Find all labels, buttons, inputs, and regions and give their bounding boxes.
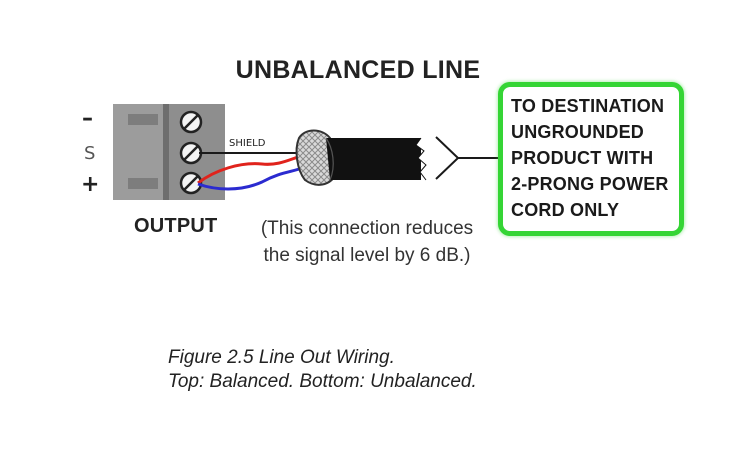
signal-note-line-1: (This connection reduces xyxy=(260,218,474,239)
connector-divider xyxy=(163,104,169,200)
caption-line-2: Top: Balanced. Bottom: Unbalanced. xyxy=(168,371,477,392)
blue-wire xyxy=(197,166,303,191)
figure-caption: Figure 2.5 Line Out Wiring. Top: Balance… xyxy=(168,346,477,394)
screw-terminal-s xyxy=(179,141,203,165)
destination-line-1: TO DESTINATION xyxy=(511,96,665,116)
connector-slot xyxy=(128,178,158,189)
signal-note-line-2: the signal level by 6 dB.) xyxy=(263,245,471,266)
destination-text: TO DESTINATION UNGROUNDED PRODUCT WITH 2… xyxy=(511,93,675,223)
screw-terminal-minus xyxy=(179,110,203,134)
pin-label-minus: – xyxy=(82,106,93,131)
signal-note: (This connection reduces the signal leve… xyxy=(246,215,488,269)
pin-label-shield: S xyxy=(84,143,96,164)
destination-line-4: 2-PRONG POWER xyxy=(511,174,669,194)
braided-shield xyxy=(295,129,338,186)
shield-label: SHIELD xyxy=(229,138,266,149)
connection-arrow xyxy=(435,136,460,180)
cable-jacket xyxy=(326,138,421,180)
terminal-block-connector xyxy=(113,104,225,200)
pin-label-plus: + xyxy=(81,172,100,197)
caption-line-1: Figure 2.5 Line Out Wiring. xyxy=(168,347,395,368)
diagram-title: UNBALANCED LINE xyxy=(235,56,481,84)
destination-line-5: CORD ONLY xyxy=(511,200,620,220)
red-wire xyxy=(197,154,303,185)
screw-terminal-plus xyxy=(179,171,203,195)
destination-line-3: PRODUCT WITH xyxy=(511,148,654,168)
connector-slot xyxy=(128,114,158,125)
destination-box: TO DESTINATION UNGROUNDED PRODUCT WITH 2… xyxy=(498,82,684,236)
output-label: OUTPUT xyxy=(134,215,218,237)
destination-line-2: UNGROUNDED xyxy=(511,122,645,142)
